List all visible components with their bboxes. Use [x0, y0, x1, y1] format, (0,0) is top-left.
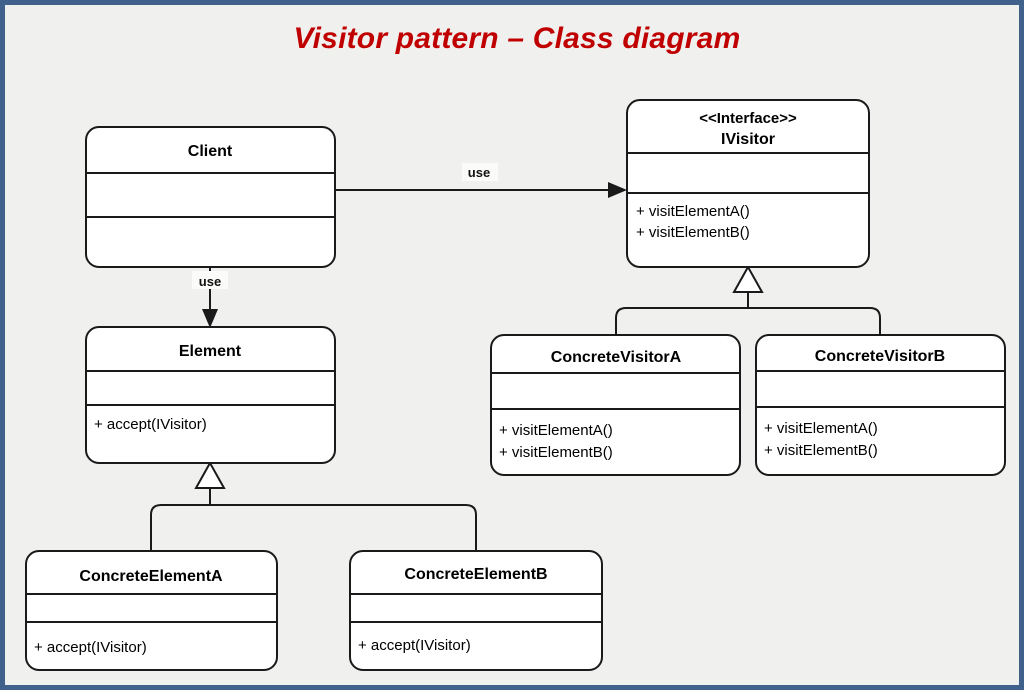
class-name-element: Element [179, 343, 242, 360]
edge-generalization-element [150, 460, 477, 551]
class-name-concrete-element-b: ConcreteElementB [404, 566, 547, 583]
class-name-concrete-element-a: ConcreteElementA [79, 568, 223, 585]
page-title: Visitor pattern – Class diagram [293, 22, 741, 55]
edge-client-uses-ivisitor: use [335, 163, 627, 198]
class-method-ivisitor-0: + visitElementA() [636, 203, 750, 220]
class-box-concrete-visitor-a[interactable]: ConcreteVisitorA + visitElementA() + vis… [490, 334, 741, 476]
class-box-ivisitor[interactable]: <<Interface>> IVisitor + visitElementA()… [626, 99, 870, 268]
class-name-concrete-visitor-b: ConcreteVisitorB [815, 348, 945, 365]
edge-label-use-element: use [199, 274, 221, 289]
class-method-element-0: + accept(IVisitor) [94, 416, 207, 433]
class-name-concrete-visitor-a: ConcreteVisitorA [551, 349, 682, 366]
class-box-client[interactable]: Client [85, 126, 336, 268]
class-method-concrete-visitor-a-1: + visitElementB() [499, 444, 613, 461]
class-method-ivisitor-1: + visitElementB() [636, 224, 750, 241]
class-method-concrete-visitor-b-1: + visitElementB() [764, 442, 878, 459]
class-method-concrete-element-a-0: + accept(IVisitor) [34, 639, 147, 656]
class-box-concrete-element-a[interactable]: ConcreteElementA + accept(IVisitor) [25, 550, 278, 671]
class-stereotype-ivisitor: <<Interface>> [699, 110, 797, 127]
edge-generalization-ivisitor [615, 264, 881, 335]
class-name-client: Client [188, 143, 233, 160]
uml-class-diagram: use use Client [25, 99, 1006, 671]
class-box-concrete-element-b[interactable]: ConcreteElementB + accept(IVisitor) [349, 550, 603, 671]
class-box-element[interactable]: Element + accept(IVisitor) [85, 326, 336, 464]
class-method-concrete-visitor-b-0: + visitElementA() [764, 420, 878, 437]
edge-label-use-ivisitor: use [468, 165, 490, 180]
edge-client-uses-element: use [192, 267, 228, 328]
class-box-concrete-visitor-b[interactable]: ConcreteVisitorB + visitElementA() + vis… [755, 334, 1006, 476]
class-method-concrete-visitor-a-0: + visitElementA() [499, 422, 613, 439]
class-name-ivisitor: IVisitor [721, 131, 775, 148]
class-method-concrete-element-b-0: + accept(IVisitor) [358, 637, 471, 654]
